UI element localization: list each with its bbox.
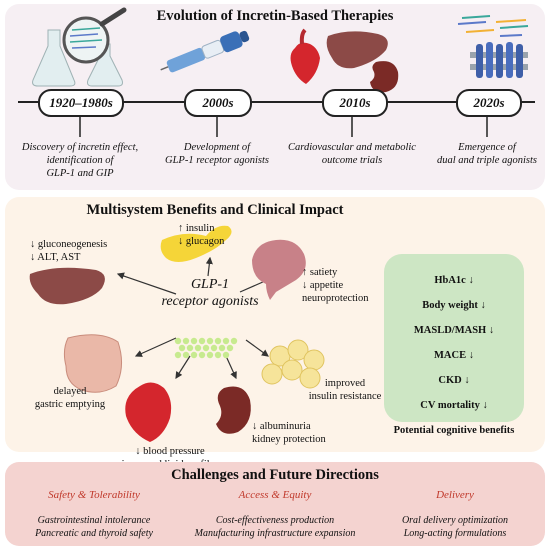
era-2-caption: Development of GLP-1 receptor agonists: [164, 142, 270, 166]
liver-label: ↓ gluconeogenesis↓ ALT, AST: [30, 239, 108, 263]
challenges-title: Challenges and Future Directions: [171, 467, 379, 483]
outcome-ckd: CKD ↓: [438, 375, 470, 386]
era-2000s: 2000s: [184, 89, 252, 117]
era-1-caption: Discovery of incretin effect, identifica…: [21, 142, 139, 179]
injector-pen-icon: [160, 30, 250, 73]
timeline-title: Evolution of Incretin-Based Therapies: [156, 8, 394, 24]
outcome-masld-mash: MASLD/MASH ↓: [413, 325, 495, 336]
pancreas-label: ↑ insulin↓ glucagon: [178, 223, 225, 247]
outcome-hba1c: HbA1c ↓: [434, 275, 474, 286]
kidney-icon: [370, 61, 399, 93]
challenge-delivery-heading: Delivery: [436, 489, 474, 501]
challenges-panel: [5, 462, 545, 546]
kidney-icon: [216, 386, 251, 434]
outcomes-box: HbA1c ↓ Body weight ↓ MASLD/MASH ↓ MACE …: [384, 254, 524, 436]
era-2020s: 2020s: [456, 89, 522, 117]
benefits-graphics: [29, 225, 325, 442]
era-2010s: 2010s: [322, 89, 388, 117]
challenge-safety-heading: Safety & Tolerability: [48, 489, 140, 501]
center-arrows: [116, 256, 274, 380]
timeline-graphics: [18, 7, 535, 137]
receptor-icon: [457, 15, 529, 78]
outcome-mace: MACE ↓: [434, 350, 474, 361]
outcome-cognitive: Potential cognitive benefits: [393, 425, 515, 436]
era-1920-1980s: 1920–1980s: [38, 89, 124, 117]
brain-icon: [252, 239, 306, 300]
era-4-caption: Emergence of dual and triple agonists: [436, 142, 538, 166]
fat-cells-icon: [261, 339, 325, 389]
intestine-icon: [63, 334, 122, 393]
flask-magnifier-icon: [32, 7, 127, 87]
pancreas-icon: [160, 225, 232, 262]
liver-icon: [29, 267, 105, 305]
outcome-cv-mortality: CV mortality ↓: [420, 400, 488, 411]
heart-icon: [125, 382, 172, 442]
receptor-cluster-icon: [174, 337, 238, 359]
heart-icon: [290, 28, 320, 84]
outcome-body-weight: Body weight ↓: [422, 300, 486, 311]
challenge-access-heading: Access & Equity: [238, 489, 312, 501]
liver-icon: [326, 31, 388, 69]
benefits-title: Multisystem Benefits and Clinical Impact: [86, 202, 344, 218]
era-3-caption: Cardiovascular and metabolic outcome tri…: [288, 142, 416, 166]
